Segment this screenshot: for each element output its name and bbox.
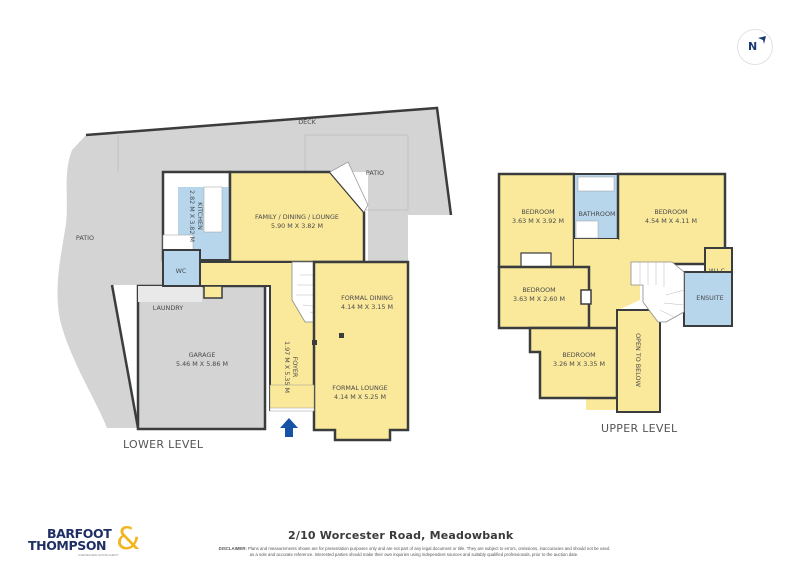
patio-right-label: PATIO xyxy=(366,169,384,177)
logo-ampersand: & xyxy=(116,521,141,557)
open-to-below xyxy=(616,309,661,413)
formal-lounge-size: 4.14 M X 5.25 M xyxy=(334,393,386,401)
logo-tagline: LICENSED REAL ESTATE AGENCY xyxy=(78,554,119,557)
upper-level-plan: BEDROOM 3.63 M X 3.92 M BATHROOM BEDROOM… xyxy=(497,172,733,435)
ensuite-room xyxy=(683,271,733,327)
formal-lounge-label: FORMAL LOUNGE xyxy=(332,384,387,392)
entry-arrow-icon xyxy=(280,418,298,437)
deck-rail xyxy=(85,106,453,216)
ensuite-label: ENSUITE xyxy=(696,294,723,302)
garage-size: 5.46 M X 5.86 M xyxy=(176,360,228,368)
deck-label: DECK xyxy=(298,118,316,126)
wic-label: W.I.C. xyxy=(709,267,727,275)
staircase-upper xyxy=(630,261,685,323)
formal-dining-label: FORMAL DINING xyxy=(341,294,393,302)
family-room-size: 5.90 M X 3.82 M xyxy=(271,222,323,230)
laundry-label: LAUNDRY xyxy=(153,304,183,312)
bedroom-1-label: BEDROOM xyxy=(521,208,554,216)
patio-left-edge xyxy=(110,284,140,429)
garage-room xyxy=(136,284,267,431)
patio-left-label: PATIO xyxy=(76,234,94,242)
bedroom-2-size: 4.54 M X 4.11 M xyxy=(645,217,697,225)
open-to-below-label: OPEN TO BELOW xyxy=(634,333,642,387)
foyer-size: 1.97 M X 5.35 M xyxy=(283,341,291,393)
disclaimer: DISCLAIMER: Plans and measurements shown… xyxy=(166,546,662,558)
bedroom-1-size: 3.63 M X 3.92 M xyxy=(512,217,564,225)
disclaimer-line2: as a sole and accurate reference. Intere… xyxy=(249,552,579,557)
logo-line1: BARFOOT xyxy=(47,526,112,541)
bedroom-4-label: BEDROOM xyxy=(562,351,595,359)
kitchen-label: KITCHEN xyxy=(196,202,204,230)
wc-label: WC xyxy=(176,267,187,275)
logo-line2: THOMPSON xyxy=(28,538,107,553)
bedroom-3-room xyxy=(497,265,591,330)
garage-label: GARAGE xyxy=(189,351,216,359)
barfoot-thompson-logo: BARFOOT THOMPSON & LICENSED REAL ESTATE … xyxy=(26,523,141,567)
family-room xyxy=(228,170,366,264)
formal-dining-size: 4.14 M X 3.15 M xyxy=(341,303,393,311)
kitchen-size: 2.82 M X 3.82 M xyxy=(188,190,196,242)
disclaimer-line1: Plans and measurements shown are for pre… xyxy=(248,546,610,551)
north-arrow-icon xyxy=(758,36,766,44)
family-room-label: FAMILY / DINING / LOUNGE xyxy=(255,213,339,221)
compass-north-label: N xyxy=(748,40,758,53)
compass: N xyxy=(737,29,773,65)
foyer-label: FOYER xyxy=(291,357,299,378)
bedroom-3-size: 3.63 M X 2.60 M xyxy=(513,295,565,303)
formal-dining-lounge-room xyxy=(312,260,410,442)
property-address: 2/10 Worcester Road, Meadowbank xyxy=(288,529,514,542)
laundry-room xyxy=(138,286,202,302)
deck-area xyxy=(57,108,451,428)
bathroom-label: BATHROOM xyxy=(579,210,616,218)
bedroom-2-label: BEDROOM xyxy=(654,208,687,216)
bedroom-4-size: 3.26 M X 3.35 M xyxy=(553,360,605,368)
upper-level-label: UPPER LEVEL xyxy=(601,422,678,435)
lower-level-label: LOWER LEVEL xyxy=(123,438,204,451)
disclaimer-label: DISCLAIMER: xyxy=(218,546,247,551)
lower-level-plan: DECK PATIO PATIO FAMILY / DINING / LOUNG… xyxy=(57,106,453,451)
bedroom-3-label: BEDROOM xyxy=(522,286,555,294)
